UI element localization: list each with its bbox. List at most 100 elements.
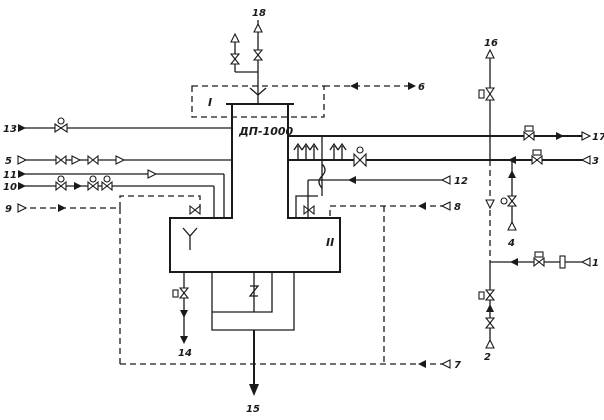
distributor-left bbox=[182, 227, 198, 250]
small-outlet-1 bbox=[293, 142, 303, 160]
stream-5-arrow-mid bbox=[71, 155, 82, 165]
stream-16-valve bbox=[484, 87, 496, 101]
stream-18-arrow-main bbox=[253, 22, 263, 33]
stream-10-valve-3 bbox=[101, 180, 113, 192]
stream-14-valve-actuator bbox=[172, 289, 179, 298]
stream-18-check bbox=[249, 87, 267, 96]
stream-17-valve bbox=[523, 130, 535, 142]
stream-3-label: 3 bbox=[592, 156, 599, 167]
stream-10-arrow-in bbox=[18, 182, 26, 190]
stream-13-arrow-in bbox=[18, 124, 26, 132]
stream-3-valve bbox=[531, 154, 543, 166]
stream-2-label: 2 bbox=[484, 352, 491, 363]
small-outlet-4 bbox=[329, 142, 339, 160]
stream-14-arrow-out bbox=[180, 336, 188, 344]
bottom-loop bbox=[211, 272, 295, 331]
stream-10-arrow-mid bbox=[74, 182, 82, 190]
stream-16-label: 16 bbox=[484, 38, 498, 49]
stream-17-arrow-out bbox=[581, 131, 592, 141]
stream-1-valve bbox=[533, 256, 545, 268]
stream-2-valve-actuator bbox=[478, 291, 485, 300]
stream-7-label: 7 bbox=[454, 360, 461, 371]
stream-11-label: 11 bbox=[3, 170, 17, 181]
stream-7-arrow-1 bbox=[418, 360, 426, 368]
stream-2-valve-2 bbox=[484, 317, 496, 329]
stream-5-label: 5 bbox=[5, 156, 12, 167]
stream-3-valve-actuator bbox=[532, 149, 542, 156]
stream-6-label: 6 bbox=[418, 82, 425, 93]
stream-10-label: 10 bbox=[3, 182, 17, 193]
stream-14-valve bbox=[178, 287, 190, 299]
stream-5-valve-2 bbox=[87, 154, 99, 166]
stream-18-arrow-branch bbox=[230, 32, 240, 43]
stream-5-arrow-end bbox=[115, 155, 126, 165]
stream-14-arrow bbox=[180, 310, 188, 318]
stream-12-label: 12 bbox=[454, 176, 468, 187]
stream-2-arrow bbox=[486, 304, 494, 312]
small-outlet-2 bbox=[301, 142, 311, 160]
stream-8-arrow-2 bbox=[440, 201, 451, 211]
stream-4-arrow-up bbox=[508, 170, 516, 178]
stream-10-valve-3-actuator bbox=[103, 175, 111, 183]
branch-arrow-down bbox=[485, 199, 495, 210]
stream-11-arrow-mid bbox=[147, 169, 158, 179]
stream-8-label: 8 bbox=[454, 202, 461, 213]
stream-10-valve-1-actuator bbox=[57, 175, 65, 183]
stream-6-arrow bbox=[350, 82, 358, 90]
header-control-valve bbox=[353, 152, 367, 168]
stream-9-arrow-mid bbox=[58, 204, 66, 212]
stream-18-label: 18 bbox=[252, 8, 266, 19]
stream-18-valve bbox=[229, 53, 241, 65]
stream-8-arrow-1 bbox=[418, 202, 426, 210]
stream-1-label: 1 bbox=[592, 258, 599, 269]
collector-wiggle bbox=[318, 163, 326, 189]
stream-4-valve-actuator bbox=[500, 197, 508, 205]
apparatus-label: ДП-1000 bbox=[238, 125, 294, 138]
stream-2-arrow-in bbox=[485, 338, 495, 349]
stream-11-arrow-in bbox=[18, 170, 26, 178]
bottom-check-valve bbox=[248, 285, 260, 297]
stream-1-arrow-mid bbox=[510, 258, 518, 266]
stream-7-arrow-2 bbox=[440, 359, 451, 369]
stream-4-label: 4 bbox=[507, 238, 515, 249]
stream-10-valve-1 bbox=[55, 180, 67, 192]
right-mixer-valve bbox=[303, 204, 315, 216]
stream-12-arrow-2 bbox=[440, 175, 451, 185]
stream-13-valve bbox=[54, 122, 68, 134]
stream-1-arrow-in bbox=[580, 257, 591, 267]
stream-12-arrow-1 bbox=[348, 176, 356, 184]
stream-4-valve bbox=[506, 195, 518, 207]
stream-5-valve-1 bbox=[55, 154, 67, 166]
stream-5-arrow-in bbox=[17, 155, 28, 165]
heat-exchanger-box bbox=[191, 85, 325, 118]
header-control-actuator bbox=[356, 146, 364, 154]
section-ii-label: II bbox=[326, 236, 334, 249]
right-internal-line bbox=[295, 195, 318, 218]
section-i-label: I bbox=[208, 96, 212, 109]
left-mixer-valve bbox=[189, 204, 201, 216]
stream-14-label: 14 bbox=[178, 348, 192, 359]
small-outlet-3 bbox=[309, 142, 319, 160]
stream-3-arrow-in bbox=[580, 155, 591, 165]
stream-17-label: 17 bbox=[592, 132, 604, 143]
stream-9-arrow-in bbox=[17, 203, 28, 213]
stream-16-arrow-out bbox=[485, 48, 495, 59]
left-dashed-loop bbox=[119, 195, 201, 364]
stream-4-arrow-in bbox=[507, 220, 517, 231]
stream-2-valve bbox=[484, 289, 496, 301]
stream-17-arrow-mid bbox=[556, 132, 564, 140]
stream-10-valve-2 bbox=[87, 180, 99, 192]
stream-1-fitting bbox=[559, 255, 566, 269]
stream-16-valve-actuator bbox=[478, 89, 485, 99]
stream-9-label: 9 bbox=[5, 204, 12, 215]
stream-17-valve-actuator bbox=[524, 125, 534, 132]
stream-13-label: 13 bbox=[3, 124, 17, 135]
stream-13-valve-actuator bbox=[57, 117, 65, 125]
stream-1-valve-actuator bbox=[534, 251, 544, 258]
stream-15-label: 15 bbox=[246, 404, 260, 415]
stream-10-valve-2-actuator bbox=[89, 175, 97, 183]
stream-18-valve-2 bbox=[252, 49, 264, 61]
stream-8-line bbox=[329, 205, 446, 218]
apparatus-body bbox=[169, 103, 341, 273]
